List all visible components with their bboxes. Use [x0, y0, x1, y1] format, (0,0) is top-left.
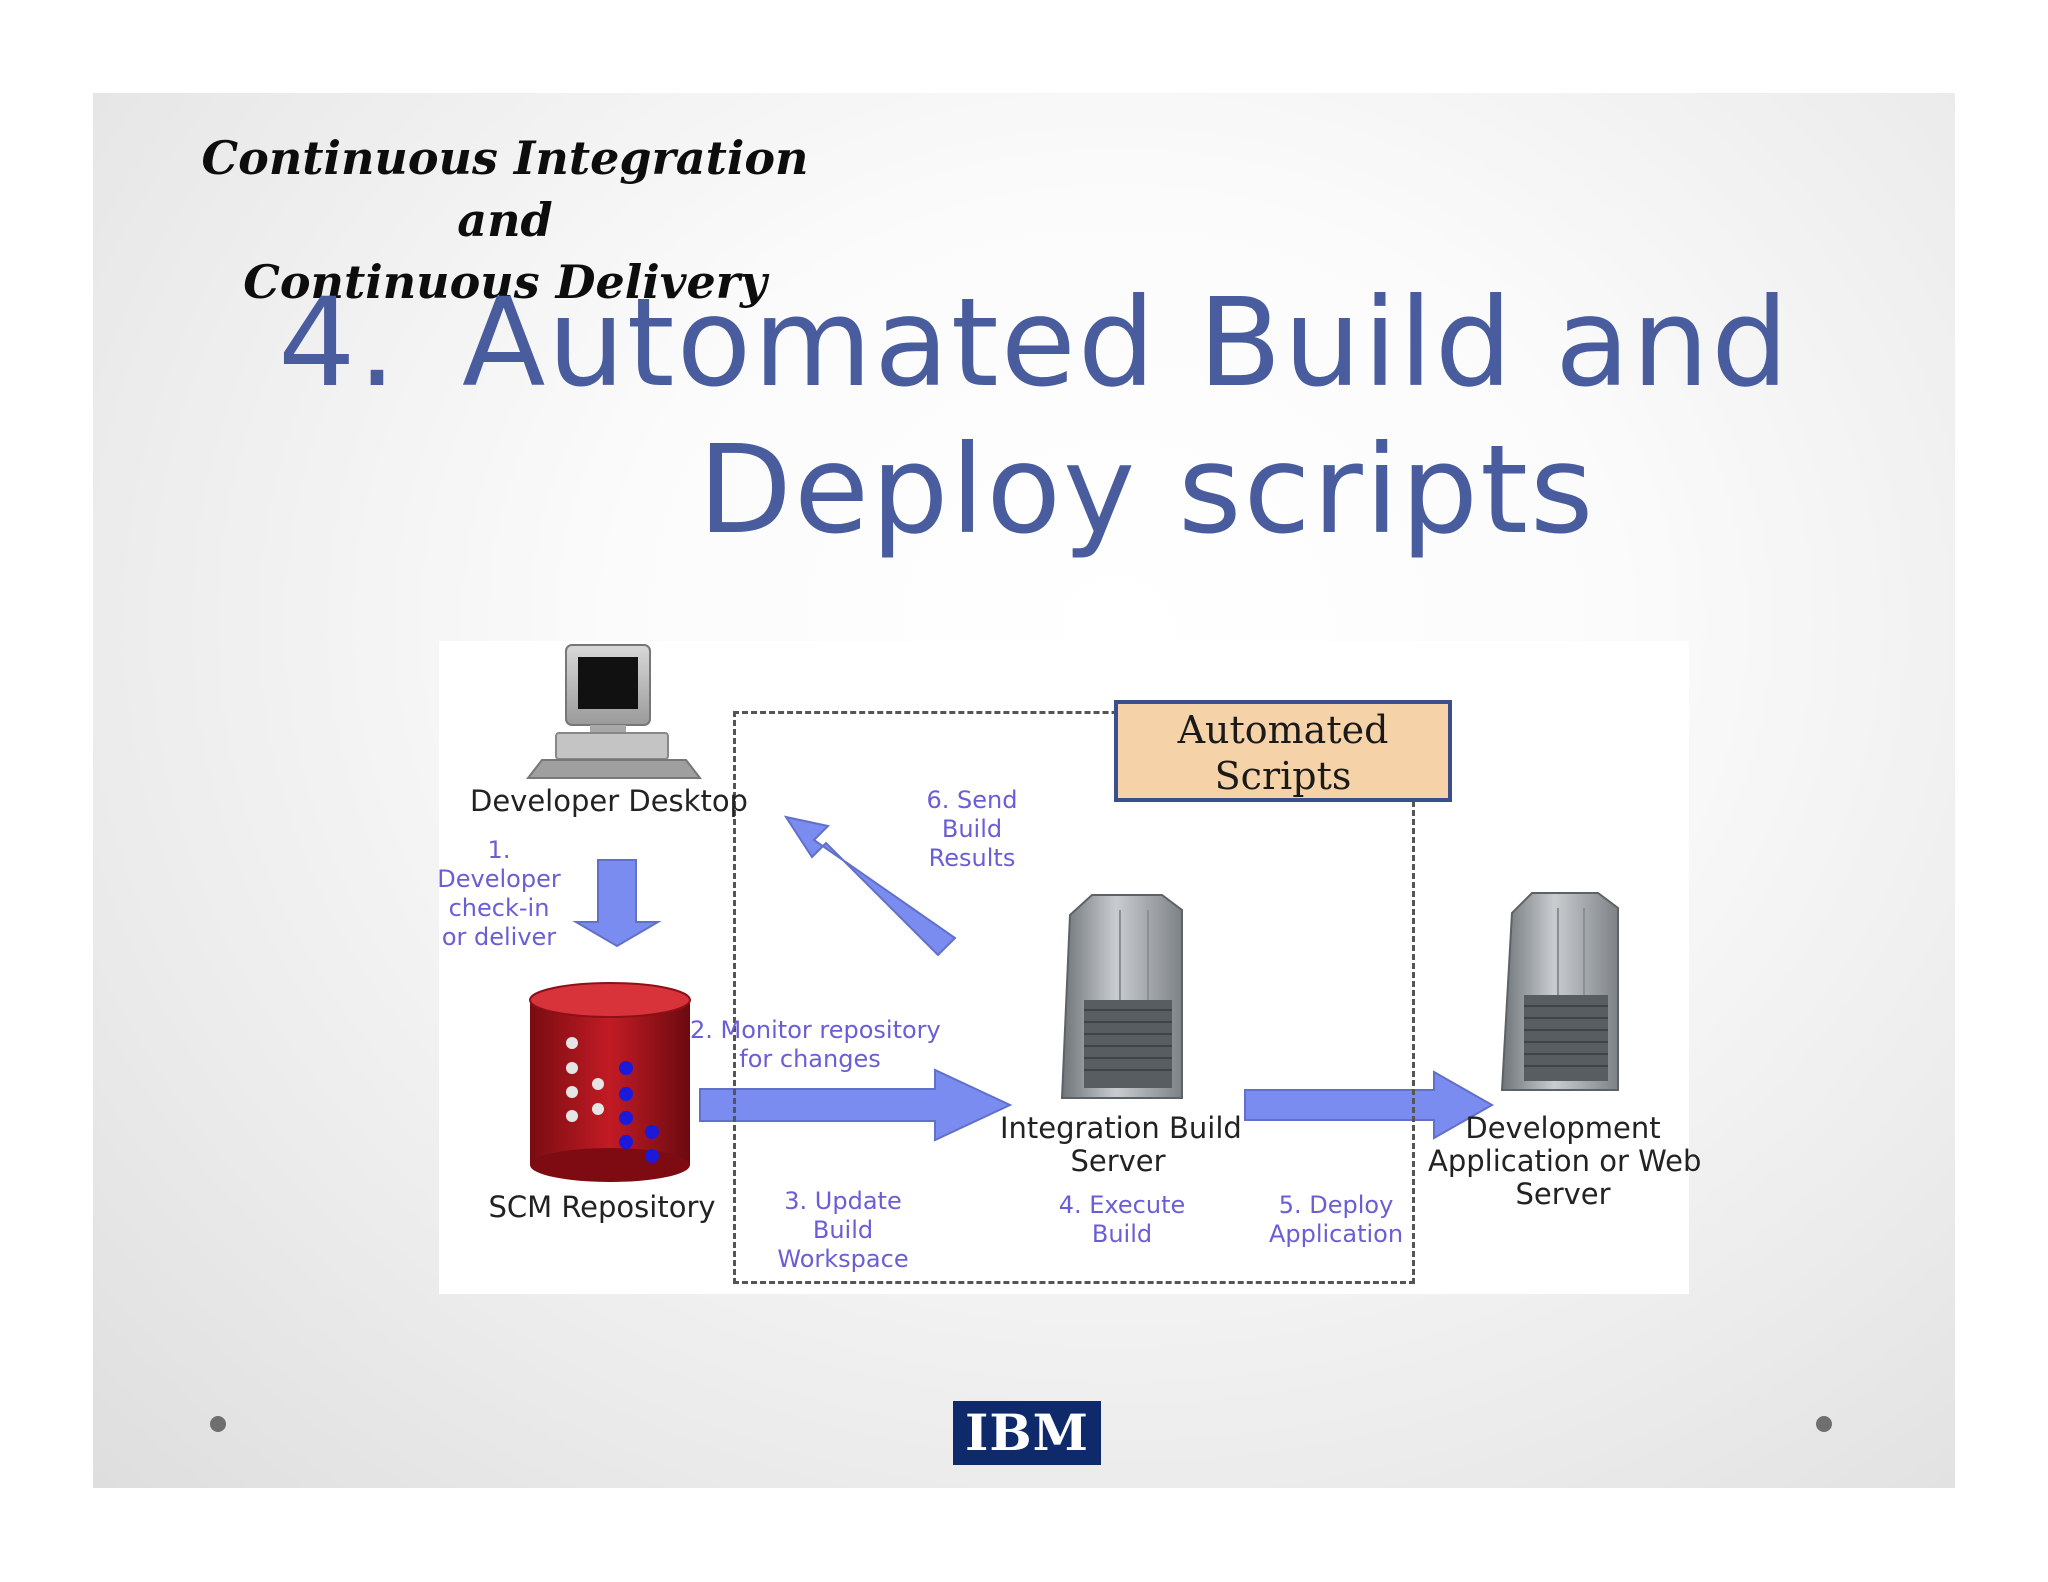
ibm-logo: IBM: [953, 1401, 1101, 1465]
step-3-line-1: 3. Update: [784, 1187, 902, 1215]
integration-server-line-2: Server: [1070, 1144, 1166, 1178]
step-3-line-2: Build: [812, 1216, 874, 1244]
subtitle-line-1: Continuous Integration and: [201, 131, 809, 247]
dev-server-line-3: Server: [1515, 1177, 1611, 1211]
step-6-line-1: 6. Send: [926, 786, 1018, 814]
automated-scripts-line-2: Scripts: [1214, 754, 1352, 798]
title-line-2: Deploy scripts: [698, 419, 1596, 561]
dev-server-line-2: Application or Web: [1428, 1144, 1702, 1178]
title-line-1: Automated Build and: [462, 272, 1791, 414]
arrow-check-in: [572, 859, 662, 948]
development-server-label: Development Application or Web Server: [1428, 1111, 1702, 1211]
developer-desktop-label: Developer Desktop: [470, 784, 748, 818]
arrow-monitor-repository: [699, 1068, 1013, 1142]
step-4-line-2: Build: [1091, 1220, 1153, 1248]
step-1-label: 1. Developer check-in or deliver: [426, 836, 572, 952]
step-3-line-3: Workspace: [777, 1245, 909, 1273]
step-4-line-1: 4. Execute: [1058, 1191, 1186, 1219]
step-5-label: 5. Deploy Application: [1266, 1191, 1406, 1249]
server-tower-icon: [1060, 894, 1183, 1099]
slide-subtitle: Continuous Integration and Continuous De…: [160, 127, 850, 313]
step-4-label: 4. Execute Build: [1052, 1191, 1192, 1249]
arrow-deploy: [1244, 1070, 1495, 1140]
step-3-label: 3. Update Build Workspace: [768, 1187, 918, 1274]
left-bullet-dot: [210, 1416, 226, 1432]
step-1-line-4: or deliver: [441, 923, 557, 951]
step-1-line-1: 1.: [487, 836, 511, 864]
automated-scripts-boundary: [733, 711, 1415, 1284]
step-2-line-1: 2. Monitor repository: [690, 1016, 941, 1044]
step-6-line-2: Build: [941, 815, 1003, 843]
database-cylinder-icon: [529, 982, 691, 1182]
dev-server-line-1: Development: [1465, 1111, 1661, 1145]
server-tower-icon: [1500, 892, 1619, 1091]
step-1-line-3: check-in: [448, 894, 550, 922]
step-5-line-1: 5. Deploy: [1278, 1191, 1394, 1219]
step-1-line-2: Developer: [437, 865, 561, 893]
scm-repository-label: SCM Repository: [488, 1190, 716, 1224]
ibm-logo-text: IBM: [965, 1403, 1089, 1462]
step-2-label: 2. Monitor repository for changes: [690, 1016, 941, 1074]
step-2-line-2: for changes: [739, 1045, 881, 1073]
subtitle-line-2: Continuous Delivery: [243, 255, 767, 309]
step-5-line-2: Application: [1268, 1220, 1404, 1248]
right-bullet-dot: [1816, 1416, 1832, 1432]
arrow-send-results: [783, 815, 957, 957]
desktop-computer-icon: [525, 644, 703, 779]
step-6-label: 6. Send Build Results: [912, 786, 1032, 873]
integration-build-server-label: Integration Build Server: [1000, 1111, 1242, 1178]
automated-scripts-line-1: Automated: [1177, 708, 1389, 752]
automated-scripts-box: Automated Scripts: [1114, 700, 1452, 802]
title-number: 4.: [278, 272, 399, 414]
integration-server-line-1: Integration Build: [1000, 1111, 1242, 1145]
step-6-line-3: Results: [928, 844, 1016, 872]
